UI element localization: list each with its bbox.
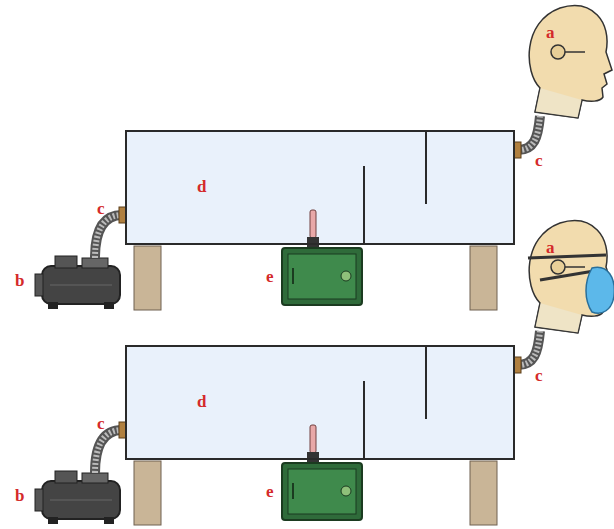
part-letter: c (535, 367, 543, 384)
part-letter: c (535, 152, 543, 169)
test-chamber: d (125, 345, 515, 460)
part-letter: a (546, 24, 555, 41)
part-letter: d (197, 393, 206, 410)
part-letter: d (197, 178, 206, 195)
part-letter: b (15, 272, 24, 289)
part-letter: c (97, 415, 105, 432)
test-chamber: d (125, 130, 515, 245)
part-letter: e (266, 268, 274, 285)
part-letter: a (546, 239, 555, 256)
part-letter: c (97, 200, 105, 217)
part-letter: b (15, 487, 24, 504)
part-letter: e (266, 483, 274, 500)
